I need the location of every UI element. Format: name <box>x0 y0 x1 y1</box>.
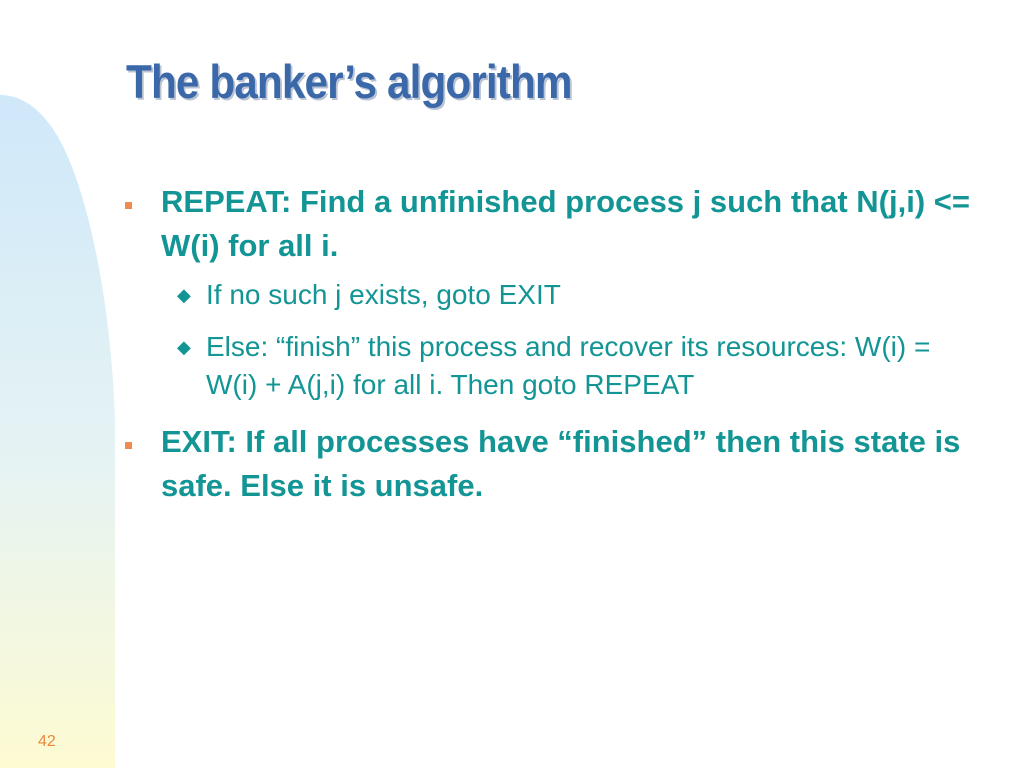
slide-title: The banker’s algorithm <box>126 55 573 108</box>
diamond-bullet-icon: ◆ <box>177 285 191 305</box>
page-number: 42 <box>38 733 56 750</box>
slide-body: REPEAT: Find a unfinished process j such… <box>118 180 988 508</box>
sub-bullet-text: If no such j exists, goto EXIT <box>206 279 561 310</box>
square-bullet-icon <box>125 202 132 209</box>
square-bullet-icon <box>125 442 132 449</box>
bullet-exit: EXIT: If all processes have “finished” t… <box>118 420 988 508</box>
bullet-text: REPEAT: Find a unfinished process j such… <box>161 184 970 263</box>
sub-bullet-finish: ◆ Else: “finish” this process and recove… <box>118 328 988 404</box>
bullet-repeat: REPEAT: Find a unfinished process j such… <box>118 180 988 268</box>
diamond-bullet-icon: ◆ <box>177 337 191 357</box>
decorative-band <box>0 95 115 768</box>
sub-bullet-text: Else: “finish” this process and recover … <box>206 331 931 400</box>
sub-bullet-exit: ◆ If no such j exists, goto EXIT <box>118 276 988 314</box>
bullet-text: EXIT: If all processes have “finished” t… <box>161 424 961 503</box>
